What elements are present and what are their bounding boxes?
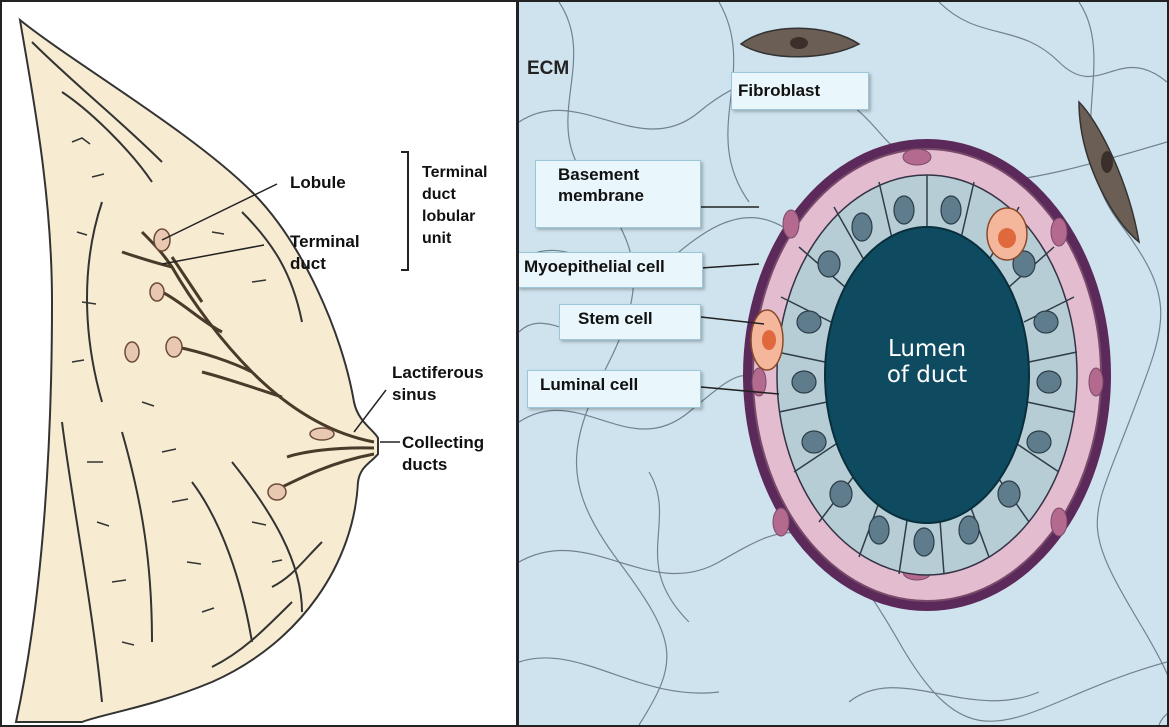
lobule-shape xyxy=(125,342,139,362)
lactiferous-sinus-shape xyxy=(310,428,334,440)
breast-anatomy-panel: Lobule Terminal duct Terminal duct lobul… xyxy=(2,2,516,725)
label-luminal-cell: Luminal cell xyxy=(527,370,701,408)
breast-outline xyxy=(16,20,378,722)
tdlu-bracket xyxy=(401,152,408,270)
label-lactiferous-sinus: Lactiferous sinus xyxy=(392,362,484,406)
label-lobule: Lobule xyxy=(290,172,346,194)
label-terminal-duct: Terminal duct xyxy=(290,231,360,275)
label-lumen: Lumen of duct xyxy=(852,336,1002,388)
lobule-shape xyxy=(166,337,182,357)
label-ecm: ECM xyxy=(527,58,569,80)
label-tdlu: Terminal duct lobular unit xyxy=(422,162,488,250)
label-myoepithelial-cell: Myoepithelial cell xyxy=(519,252,703,288)
lobule-shape xyxy=(150,283,164,301)
label-stem-cell: Stem cell xyxy=(559,304,701,340)
duct-cross-section-panel: ECM Fibroblast Basement membrane Myoepit… xyxy=(519,2,1167,725)
label-fibroblast: Fibroblast xyxy=(731,72,869,110)
lobule-shape xyxy=(268,484,286,500)
label-basement-membrane: Basement membrane xyxy=(535,160,701,228)
duct-illustration xyxy=(519,2,1167,725)
label-collecting-ducts: Collecting ducts xyxy=(402,432,484,476)
